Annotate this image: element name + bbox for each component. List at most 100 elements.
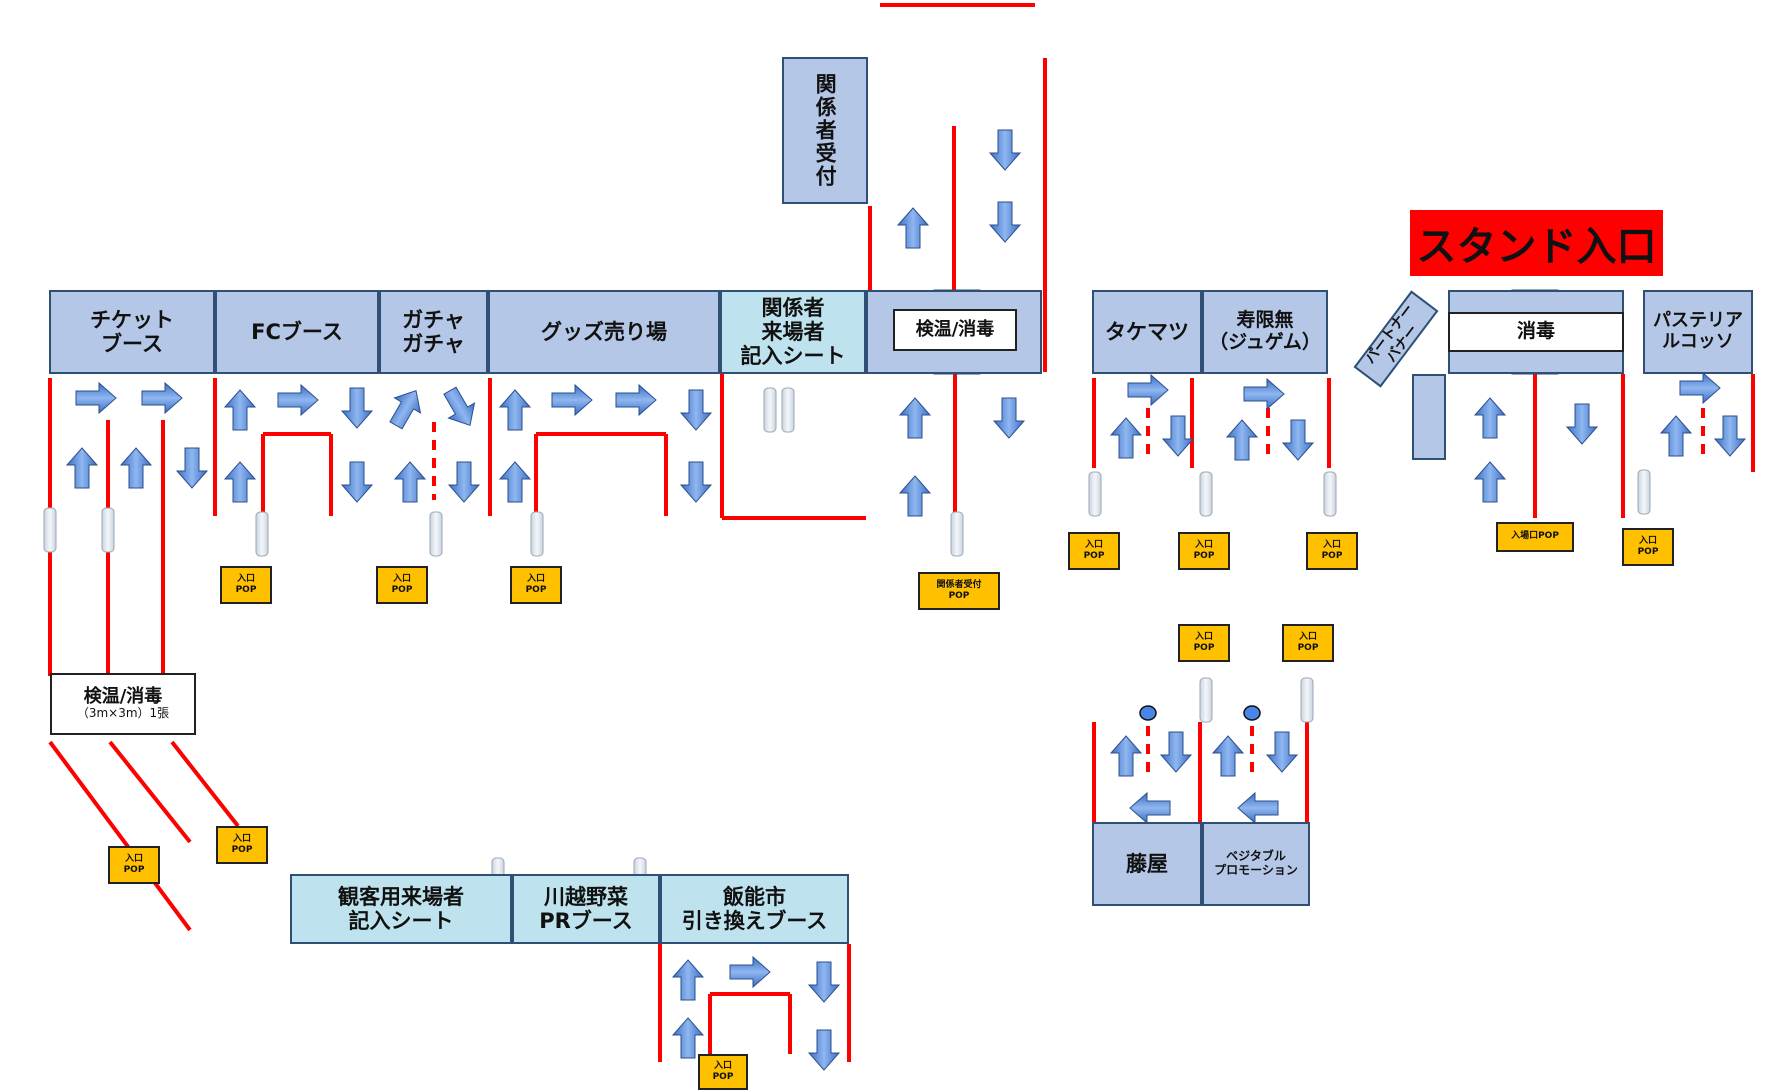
flow-arrow-25 [992,397,1026,439]
flow-arrow-27 [1127,373,1169,407]
flow-arrow-49 [807,1029,841,1071]
sanitizer-bottle-3 [255,511,269,557]
entry-pop-9: 入口 POP [1622,528,1674,566]
flow-arrow-18 [498,389,532,431]
position-marker-2 [1243,705,1261,721]
entry-pop-7: 入口 POP [1178,532,1230,570]
sanitizer-bottle-8 [950,511,964,557]
entry-pop-2: 入口 POP [216,826,268,864]
sanitizer-bottle-2 [101,507,115,553]
entry-pop-3: 入口 POP [220,566,272,604]
flow-arrow-36 [1679,371,1721,405]
sanitizer-bottle-9 [1088,471,1102,517]
flow-arrow-8 [175,447,209,489]
sanitizer-bottle-6 [763,387,777,433]
flow-arrow-40 [1159,731,1193,773]
barrier-line-26 [108,740,192,844]
check-tent-label: 検温/消毒 [83,685,163,707]
entry-pop-1: 入口 POP [108,846,160,884]
flow-arrow-38 [1713,415,1747,457]
flow-arrow-39 [1109,735,1143,777]
entry-pop-11: 入口 POP [1282,624,1334,662]
entry-pop-12: 入口 POP [698,1054,748,1090]
flow-arrow-29 [1161,415,1195,457]
position-marker-1 [1139,705,1157,721]
barrier-dashes [432,408,1705,778]
flow-arrow-15 [443,386,476,426]
flow-arrow-34 [1565,403,1599,445]
flow-arrow-20 [615,383,657,417]
flow-arrow-43 [1265,731,1299,773]
check-tent: 検温/消毒 （3m×3m）1張 [50,673,196,735]
flow-arrow-11 [340,387,374,429]
check-disinfect-label: 検温/消毒 [893,309,1017,351]
sanitizer-bottle-12 [1637,469,1651,515]
flow-arrow-6 [65,447,99,489]
flow-arrow-41 [1129,791,1171,825]
entry-pop-8: 入口 POP [1306,532,1358,570]
flow-arrow-5 [141,381,183,415]
sanitizer-bottle-5 [530,511,544,557]
flow-arrow-10 [277,383,319,417]
stand-entrance-title: スタンド入口 [1410,210,1663,276]
flow-arrow-1 [988,129,1022,171]
visitor-sheet: 観客用来場者 記入シート [290,874,512,944]
sanitizer-bottle-11 [1323,471,1337,517]
flow-arrow-32 [1281,419,1315,461]
flow-arrow-26 [898,475,932,517]
hanno-booth: 飯能市 引き換えブース [660,874,849,944]
fc-booth: FCブース [215,290,379,374]
kawagoe-booth: 川越野菜 PRブース [512,874,660,944]
staff-reception: 関係者受付 [782,57,868,204]
flow-arrow-24 [898,397,932,439]
stand-entry-pop: 入場口POP [1496,522,1574,552]
flow-arrow-48 [671,1017,705,1059]
flow-arrow-9 [223,389,257,431]
flow-arrow-4 [75,381,117,415]
flow-arrow-14 [389,390,422,430]
flow-arrow-2 [988,201,1022,243]
pasteria-booth: パステリア ルコッソ [1643,290,1753,374]
entry-pop-4: 入口 POP [376,566,428,604]
entry-pop-10: 入口 POP [1178,624,1230,662]
sanitizer-bottles [43,387,1651,903]
sanitizer-bottle-14 [1300,677,1314,723]
jugemu-booth: 寿限無 （ジュゲム） [1202,290,1328,374]
flow-arrows [65,129,1747,1071]
flow-arrow-17 [447,461,481,503]
flow-arrow-35 [1473,461,1507,503]
sanitizer-bottle-4 [429,511,443,557]
flow-arrow-19 [551,383,593,417]
flow-arrow-22 [498,461,532,503]
check-tent-size: （3m×3m）1張 [76,706,170,721]
sanitizer-bottle-13 [1199,677,1213,723]
entry-pop-6: 入口 POP [1068,532,1120,570]
flow-arrow-3 [896,207,930,249]
flow-arrow-16 [393,461,427,503]
goods-booth: グッズ売り場 [488,290,720,374]
barrier-line-25 [48,740,192,932]
flow-arrow-23 [679,461,713,503]
partner-banner-stand [1412,374,1446,460]
flow-arrow-12 [223,461,257,503]
flow-arrow-42 [1211,735,1245,777]
takematsu-booth: タケマツ [1092,290,1202,374]
sanitizer-bottle-10 [1199,471,1213,517]
ticket-booth: チケット ブース [49,290,215,374]
flow-arrow-45 [671,959,705,1001]
flow-arrow-30 [1243,377,1285,411]
flow-arrow-28 [1109,417,1143,459]
fujiya-booth: 藤屋 [1092,822,1202,906]
flow-arrow-47 [807,961,841,1003]
entry-pop-5: 入口 POP [510,566,562,604]
staff-visitor-sheet: 関係者 来場者 記入シート [720,290,866,374]
flow-arrow-33 [1473,397,1507,439]
flow-arrow-13 [340,461,374,503]
gacha-booth: ガチャ ガチャ [379,290,488,374]
sanitizer-bottle-7 [781,387,795,433]
flow-arrow-21 [679,389,713,431]
staff-reception-pop: 関係者受付 POP [918,572,1000,610]
flow-arrow-37 [1659,415,1693,457]
sanitizer-bottle-1 [43,507,57,553]
